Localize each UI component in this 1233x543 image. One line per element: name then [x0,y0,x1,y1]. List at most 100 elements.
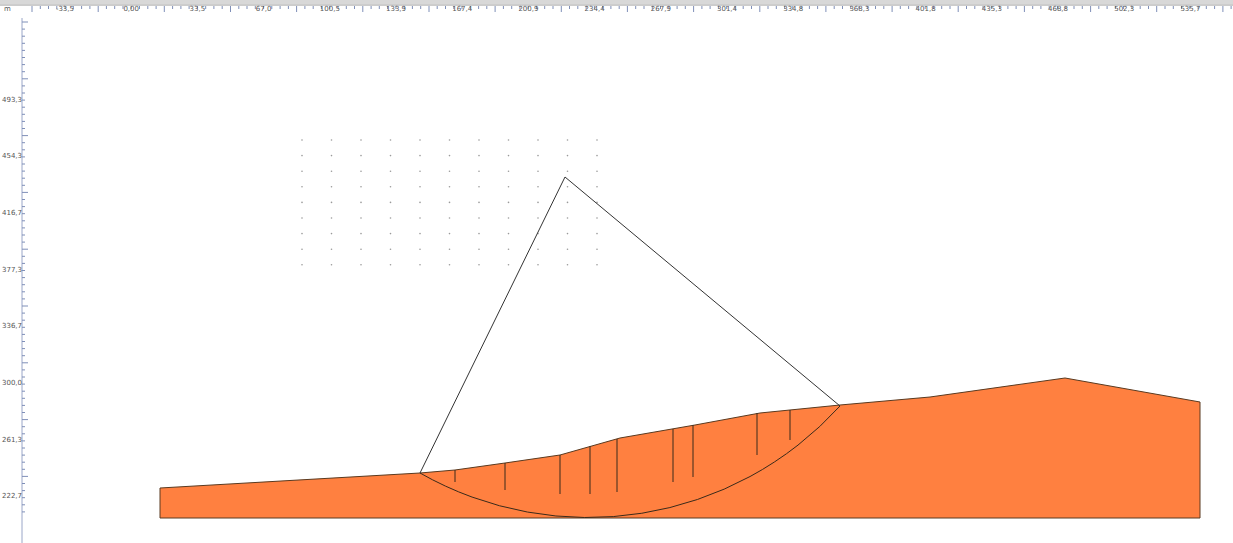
tick [1206,6,1207,9]
tick [22,433,25,434]
unit-label: m [4,6,11,13]
tick [834,6,835,9]
tick [255,6,256,9]
tick [693,6,694,12]
tick [22,391,25,392]
tick [22,284,25,285]
grid-dot [508,186,510,188]
tick [908,6,909,9]
x-axis-value: 67,0 [256,6,272,13]
grid-dot [508,233,510,235]
tick [1074,6,1075,9]
tick [768,6,769,9]
tick [22,277,25,278]
grid-dot [449,170,451,172]
tick [701,6,702,9]
y-axis-value: 300,0 [2,380,22,387]
soil-body [160,378,1200,518]
grid-dot [390,233,392,235]
tick [1016,6,1017,9]
tick [147,6,148,9]
x-axis-value: 267,9 [651,6,671,13]
tick [743,6,744,9]
tick [619,6,620,9]
tick [22,313,25,314]
tick [22,142,25,143]
grid-dot [301,139,303,141]
tick [313,6,314,9]
tick [40,6,41,9]
grid-dot [567,264,569,266]
tick [883,6,884,9]
tick [280,6,281,9]
tick [22,164,25,165]
grid-dot [596,139,598,141]
grid-dot [449,217,451,219]
tick [22,426,25,427]
tick [139,6,140,9]
tick [89,6,90,9]
tick [817,6,818,9]
tick [1082,6,1083,9]
slice-line [757,413,758,455]
slice-line [560,455,561,494]
tick [22,85,25,86]
tick [22,405,25,406]
grid-dot [301,248,303,250]
tick [189,6,190,9]
grid-dot [478,170,480,172]
tick [842,6,843,9]
grid-dot [390,264,392,266]
grid-dot [596,155,598,157]
x-axis-value: 401,8 [916,6,936,13]
grid-dot [596,186,598,188]
tick [1032,6,1033,9]
tick [710,6,711,9]
tick [22,369,25,370]
grid-dot [390,170,392,172]
tick [1231,6,1232,9]
tick [1007,6,1008,9]
tick [809,6,810,9]
grid-dot [537,186,539,188]
tick [759,6,760,12]
grid-dot [478,139,480,141]
tick [371,6,372,9]
x-axis-value: 234,4 [585,6,605,13]
grid-dot [331,170,333,172]
grid-dot [537,264,539,266]
grid-dot [360,233,362,235]
tick [304,6,305,9]
tick [164,6,165,12]
tick [22,128,25,129]
grid-dot [508,264,510,266]
radius-lines [420,177,840,473]
grid-dot [390,186,392,188]
tick [553,6,554,9]
tick [503,6,504,9]
tick [22,71,25,72]
tick [22,490,25,491]
tick [437,6,438,9]
grid-dot [537,170,539,172]
grid-dot [390,248,392,250]
grid-dot [449,264,451,266]
tick [230,6,231,12]
tick [644,6,645,9]
grid-dot [360,217,362,219]
grid-dot [508,248,510,250]
y-axis-value: 454,3 [2,153,22,160]
tick [32,6,33,12]
tick [22,412,25,413]
tick [22,497,25,498]
grid-dot [567,233,569,235]
tick [106,6,107,9]
grid-dot [449,139,451,141]
tick [627,6,628,12]
grid-dot [508,170,510,172]
tick [776,6,777,9]
tick [420,6,421,9]
tick [825,6,826,12]
